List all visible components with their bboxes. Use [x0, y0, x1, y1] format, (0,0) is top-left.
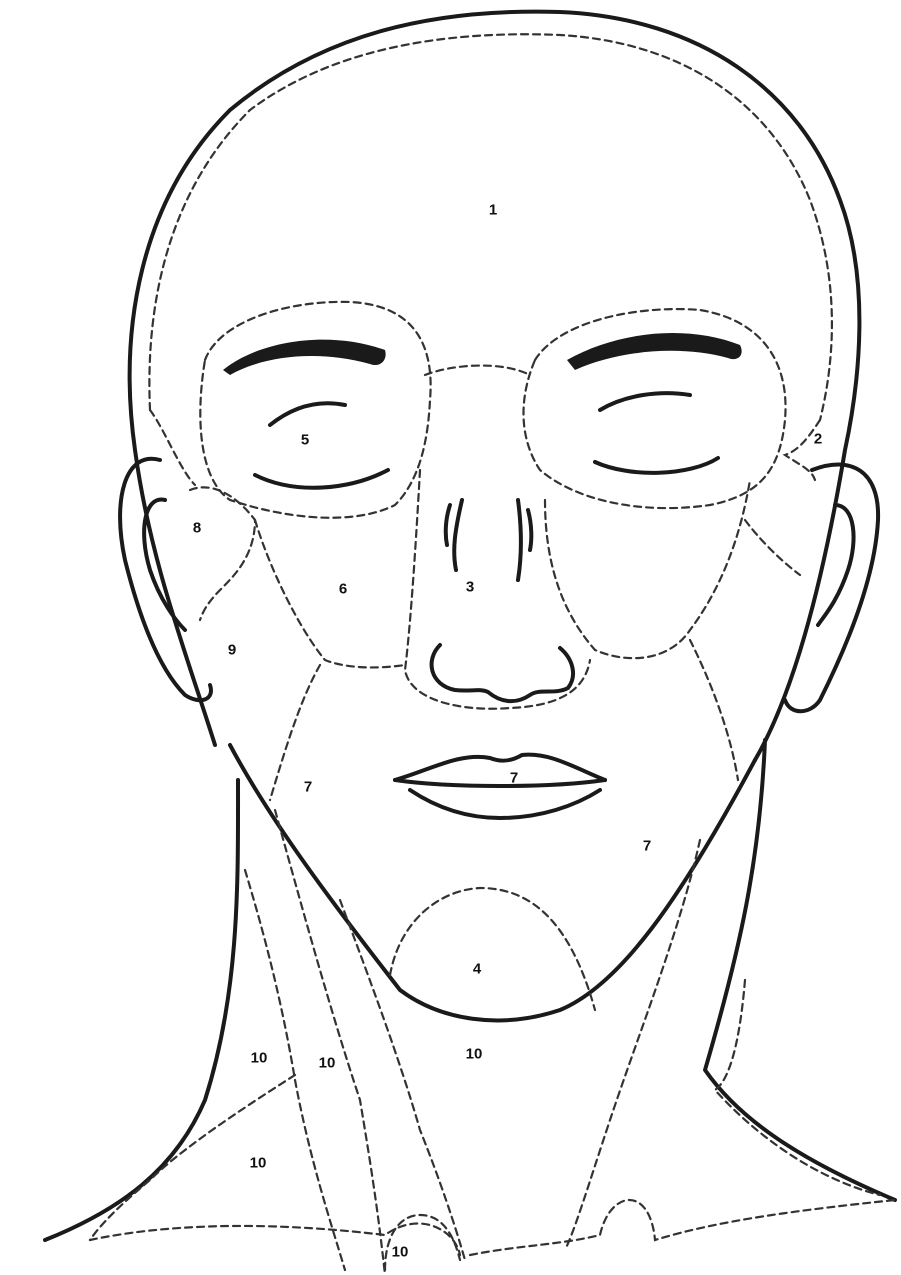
neck-right-line — [565, 840, 700, 1250]
left-eye-lower — [255, 470, 388, 488]
neck-left — [45, 780, 238, 1240]
right-eye-lower — [595, 458, 718, 473]
lower-lip — [410, 790, 600, 818]
left-eyebrow — [223, 340, 386, 375]
upper-lip — [395, 755, 605, 780]
left-eye-upper — [270, 403, 345, 425]
region-label-neck-left: 10 — [251, 1051, 268, 1066]
region-label-preauricular: 8 — [193, 521, 201, 536]
nose-line-right — [518, 500, 521, 580]
nose-line-right-2 — [528, 510, 531, 550]
region-label-forehead: 1 — [489, 203, 497, 218]
region-label-neck-anterior: 10 — [466, 1047, 483, 1062]
region-label-lower-face-left: 7 — [304, 780, 312, 795]
nose-line-left — [454, 500, 462, 570]
left-cheek-boundary — [255, 520, 405, 667]
nose-base — [432, 645, 573, 701]
right-eye-upper — [600, 393, 690, 410]
region-label-temple-right: 2 — [814, 432, 822, 447]
neck-left-band-outer — [275, 810, 385, 1275]
region-label-chin: 4 — [473, 962, 481, 977]
right-lower-face-boundary — [690, 640, 738, 780]
region-label-neck-scm: 10 — [319, 1056, 336, 1071]
left-temple-boundary — [150, 410, 195, 485]
chin-region-boundary — [390, 888, 595, 1010]
region-label-lower-face-right: 7 — [643, 839, 651, 854]
periorbital-left-boundary — [200, 302, 430, 518]
nose-line-left-2 — [446, 505, 450, 545]
left-lower-face-boundary — [270, 665, 320, 800]
region-label-cheek: 6 — [339, 582, 347, 597]
region-label-supraclavicular: 10 — [250, 1156, 267, 1171]
neck-right-outer-line — [715, 980, 880, 1195]
region-label-ear-lobe-area: 9 — [228, 643, 236, 658]
right-preauricular-boundary — [745, 520, 800, 575]
left-ear — [120, 459, 211, 700]
right-eyebrow — [567, 333, 742, 370]
lip-line — [395, 780, 605, 786]
region-label-periorbital: 5 — [301, 433, 309, 448]
left-ear-inner — [144, 500, 185, 630]
region-label-sternal-notch: 10 — [392, 1245, 409, 1260]
region-label-nose: 3 — [466, 580, 474, 595]
neck-left-band-inner — [340, 900, 465, 1260]
left-ear-region-boundary — [190, 487, 255, 620]
clavicle-line-right — [470, 1200, 895, 1255]
region-label-lips: 7 — [510, 771, 518, 786]
head-outline — [130, 12, 860, 760]
right-ear — [785, 464, 878, 711]
neck-right — [705, 740, 895, 1200]
nasal-bridge-boundary — [425, 366, 530, 375]
